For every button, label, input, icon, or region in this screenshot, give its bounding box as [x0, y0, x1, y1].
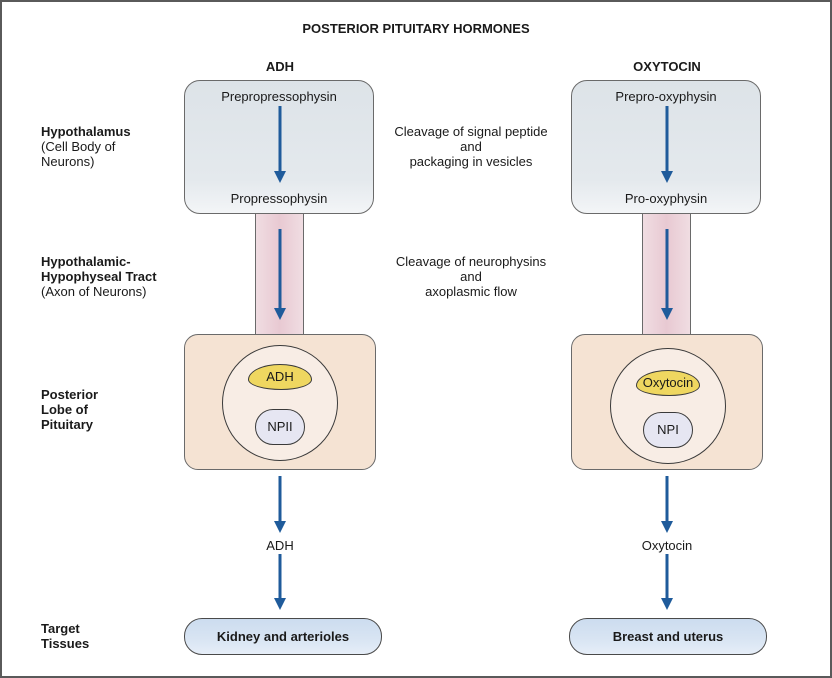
posterior-lobe-label-2: Lobe of — [41, 402, 88, 417]
row-label-tract: Hypothalamic- Hypophyseal Tract (Axon of… — [41, 254, 157, 299]
posterior-lobe-label-1: Posterior — [41, 387, 99, 402]
adh-vesicle: ADH NPII — [222, 345, 338, 461]
hypothalamus-label: Hypothalamus — [41, 124, 131, 139]
note-neurophysins: Cleavage of neurophysins and axoplasmic … — [351, 254, 591, 299]
tract-sublabel: (Axon of Neurons) — [41, 284, 147, 299]
row-label-hypothalamus: Hypothalamus (Cell Body of Neurons) — [41, 124, 131, 169]
note-signal-peptide-line-1: Cleavage of signal peptide — [394, 124, 548, 139]
target-label-2: Tissues — [41, 636, 90, 651]
adh-granule-hormone: ADH — [248, 364, 312, 390]
adh-released-label: ADH — [266, 538, 294, 553]
tract-label-2: Hypophyseal Tract — [41, 269, 157, 284]
oxytocin-column-header: OXYTOCIN — [633, 59, 701, 74]
row-label-posterior-lobe: Posterior Lobe of Pituitary — [41, 387, 98, 432]
hypothalamus-sublabel-1: (Cell Body of — [41, 139, 116, 154]
oxytocin-neurophysin: NPI — [643, 412, 693, 448]
oxytocin-target-box: Breast and uterus — [569, 618, 767, 655]
adh-prohormone-label: Propressophysin — [230, 191, 328, 206]
adh-target-box: Kidney and arterioles — [184, 618, 382, 655]
posterior-lobe-label-3: Pituitary — [41, 417, 94, 432]
row-label-target: Target Tissues — [41, 621, 89, 651]
adh-neurophysin: NPII — [255, 409, 305, 445]
adh-column-header: ADH — [265, 59, 295, 74]
oxytocin-prohormone-label: Pro-oxyphysin — [624, 191, 708, 206]
oxytocin-precursor-label: Prepro-oxyphysin — [615, 89, 717, 104]
target-label-1: Target — [41, 621, 80, 636]
oxytocin-granule-hormone: Oxytocin — [636, 370, 700, 396]
oxytocin-released-label: Oxytocin — [641, 538, 693, 553]
adh-pituitary-box: ADH NPII — [184, 334, 376, 470]
note-neurophysins-line-2: and — [460, 269, 482, 284]
hypothalamus-sublabel-2: Neurons) — [41, 154, 95, 169]
note-signal-peptide: Cleavage of signal peptide and packaging… — [351, 124, 591, 169]
note-neurophysins-line-1: Cleavage of neurophysins — [395, 254, 547, 269]
note-neurophysins-line-3: axoplasmic flow — [425, 284, 517, 299]
adh-precursor-label: Prepropressophysin — [221, 89, 337, 104]
tract-label-1: Hypothalamic- — [41, 254, 131, 269]
oxytocin-vesicle: Oxytocin NPI — [610, 348, 726, 464]
note-signal-peptide-line-2: and — [460, 139, 482, 154]
oxytocin-pituitary-box: Oxytocin NPI — [571, 334, 763, 470]
note-signal-peptide-line-3: packaging in vesicles — [409, 154, 533, 169]
diagram-title: POSTERIOR PITUITARY HORMONES — [302, 21, 530, 36]
